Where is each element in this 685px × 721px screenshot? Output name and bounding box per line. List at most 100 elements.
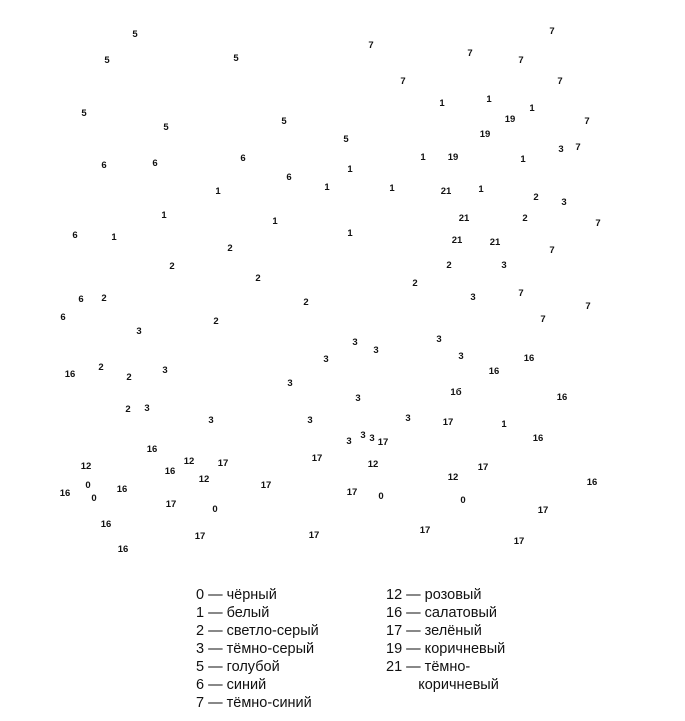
map-point-label: 2	[303, 297, 308, 308]
map-point-label: 12	[184, 456, 195, 467]
map-point-label: 3	[561, 197, 566, 208]
map-point-label: 12	[81, 461, 92, 472]
legend-entry-16: 16 — салатовый	[386, 605, 497, 621]
map-point-label: 19	[480, 129, 491, 140]
map-point-label: 17	[218, 458, 229, 469]
map-point-label: 6	[240, 153, 245, 164]
map-point-label: 2	[98, 362, 103, 373]
map-point-label: 2	[101, 293, 106, 304]
map-point-label: 16	[101, 519, 112, 530]
map-point-label: 21	[459, 213, 470, 224]
map-point-label: 5	[343, 134, 349, 145]
map-point-label: 16	[147, 444, 158, 455]
map-point-label: 2	[227, 243, 232, 254]
map-point-label: 16	[117, 484, 128, 495]
map-point-label: 3	[355, 393, 360, 404]
map-point-label: 2	[126, 372, 131, 383]
map-point-label: 16	[587, 477, 598, 488]
map-point-label: 17	[347, 487, 358, 498]
map-point-label: 1	[215, 186, 221, 197]
map-point-label: 16	[165, 466, 176, 477]
map-point-label: 1	[439, 98, 445, 109]
map-point-label: 3	[287, 378, 292, 389]
map-point-label: 5	[233, 53, 239, 64]
map-point-label: 1	[347, 164, 353, 175]
map-point-label: 17	[378, 437, 389, 448]
map-point-label: 1	[272, 216, 278, 227]
map-point-label: 0	[212, 504, 217, 515]
map-point-label: 3	[405, 413, 410, 424]
map-point-label: 1	[161, 210, 167, 221]
map-point-label: 17	[195, 531, 206, 542]
map-point-label: 0	[460, 495, 465, 506]
map-point-label: 6	[72, 230, 77, 241]
map-point-label: 7	[540, 314, 545, 325]
map-point-label: 7	[584, 116, 589, 127]
map-point-label: 7	[595, 218, 600, 229]
legend-entry-12: 12 — розовый	[386, 587, 482, 603]
map-point-label: 3	[307, 415, 312, 426]
map-point-label: 3	[458, 351, 463, 362]
map-point-label: 2	[255, 273, 260, 284]
map-point-label: 17	[166, 499, 177, 510]
map-point-label: 3	[369, 433, 374, 444]
map-point-label: 19	[505, 114, 516, 125]
map-point-label: 16	[533, 433, 544, 444]
map-point-label: 3	[323, 354, 328, 365]
map-point-label: 5	[281, 116, 287, 127]
map-point-label: 6	[101, 160, 106, 171]
map-point-label: 1	[529, 103, 535, 114]
map-point-label: 3	[373, 345, 378, 356]
map-point-label: 21	[490, 237, 501, 248]
map-point-label: 17	[261, 480, 272, 491]
legend-entry-7: 7 — тёмно-синий	[196, 695, 312, 711]
map-point-label: 5	[104, 55, 110, 66]
map-point-label: 3	[136, 326, 141, 337]
map-point-label: 3	[144, 403, 149, 414]
map-point-label: 0	[378, 491, 383, 502]
map-point-label: 2	[412, 278, 417, 289]
map-point-label: 2	[533, 192, 538, 203]
map-point-label: 6	[78, 294, 83, 305]
map-point-label: 7	[518, 288, 523, 299]
map-point-label: 1	[478, 184, 484, 195]
map-point-label: 17	[309, 530, 320, 541]
legend-entry-0: 0 — чёрный	[196, 587, 277, 603]
map-point-label: 2	[169, 261, 174, 272]
map-point-label: 3	[162, 365, 167, 376]
legend-left-column: 0 — чёрный 1 — белый 2 — светло-серый 3 …	[196, 586, 319, 712]
map-point-label: 5	[132, 29, 138, 40]
legend-right-column: 12 — розовый 16 — салатовый 17 — зелёный…	[386, 586, 505, 694]
map-point-label: 1	[486, 94, 492, 105]
legend-entry-21: 21 — тёмно-	[386, 659, 471, 675]
legend-entry-2: 2 — светло-серый	[196, 623, 319, 639]
map-point-label: 3	[346, 436, 351, 447]
map-point-label: 17	[420, 525, 431, 536]
map-point-label: 17	[478, 462, 489, 473]
map-point-label: 0	[85, 480, 90, 491]
map-point-label: 1	[389, 183, 395, 194]
map-point-label: 1	[420, 152, 426, 163]
map-point-label: 1	[111, 232, 117, 243]
map-point-label: 1	[501, 419, 507, 430]
map-point-label: 3	[352, 337, 357, 348]
map-point-label: 2	[446, 260, 451, 271]
map-point-label: 3	[436, 334, 441, 345]
map-point-label: 7	[400, 76, 405, 87]
map-point-label: 1	[520, 154, 526, 165]
map-point-label: 7	[518, 55, 523, 66]
map-point-label: 0	[91, 493, 96, 504]
map-point-label: 6	[60, 312, 65, 323]
map-point-label: 5	[81, 108, 87, 119]
map-point-label: 2	[125, 404, 130, 415]
legend-entry-21-continued: коричневый	[386, 677, 499, 693]
map-point-label: 5	[163, 122, 169, 133]
map-point-label: 7	[585, 301, 590, 312]
map-point-label: 17	[514, 536, 525, 547]
map-point-label: 7	[368, 40, 373, 51]
legend-entry-3: 3 — тёмно-серый	[196, 641, 315, 657]
map-point-label: 3	[208, 415, 213, 426]
map-point-label: 1б	[450, 387, 461, 398]
map-point-label: 12	[448, 472, 459, 483]
